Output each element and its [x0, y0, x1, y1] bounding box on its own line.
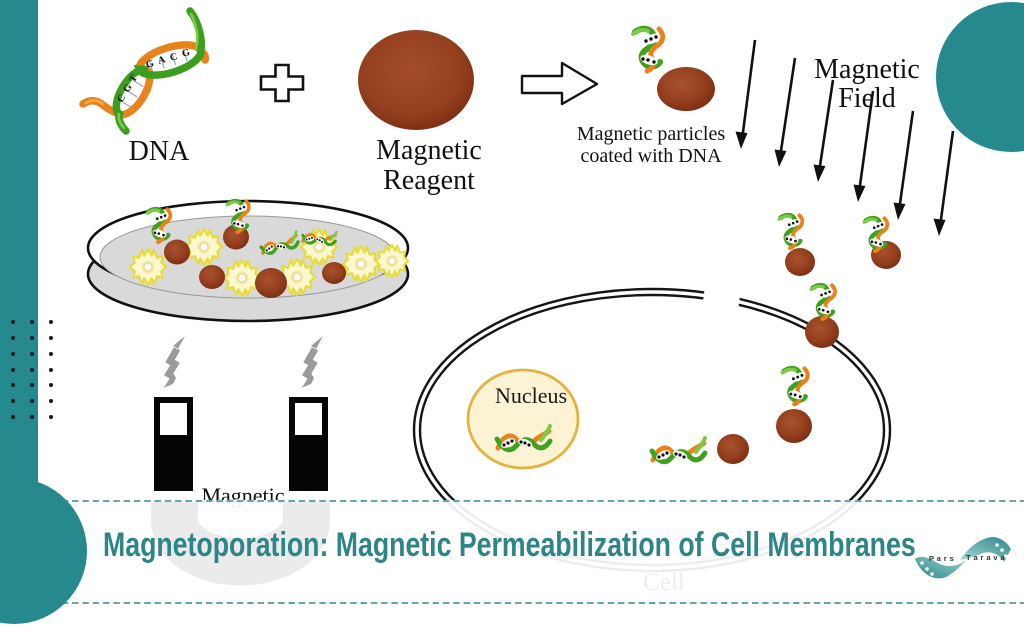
magnet-pole-window	[160, 403, 187, 435]
magnetic-particle	[164, 239, 190, 265]
logo-swoosh-right	[960, 537, 1011, 562]
field-label-line2: Field	[838, 83, 896, 114]
field-arrow	[853, 90, 875, 202]
magnetic-particle	[657, 67, 715, 111]
dna-helix-illustration: G A C G C G T	[79, 7, 209, 135]
slide-title: Magnetoporation: Magnetic Permeabilizati…	[103, 526, 916, 564]
dna-base: T	[127, 73, 140, 85]
left-accent-bar	[0, 0, 38, 498]
right-arrow-icon	[520, 61, 599, 106]
cell-contents	[652, 285, 839, 464]
dna-base: G	[145, 58, 156, 71]
magnetic-particle	[717, 434, 749, 464]
logo-text-tarava: T a r a v a	[966, 553, 1005, 562]
reagent-label-line1: Magnetic	[376, 135, 482, 166]
dna-base: G	[181, 47, 192, 60]
coated-particle-illustration	[633, 29, 715, 111]
entering-particle	[805, 285, 839, 348]
falling-particle	[864, 218, 901, 269]
magnetic-particle	[785, 248, 815, 276]
magnet-pole-window	[295, 403, 322, 435]
title-banner	[0, 500, 1024, 602]
field-arrow	[774, 57, 797, 167]
plus-icon	[259, 63, 305, 103]
dna-label: DNA	[129, 136, 190, 167]
falling-particle	[779, 215, 815, 276]
logo-text-pars: P a r s	[929, 554, 954, 563]
field-arrow	[893, 110, 915, 220]
membrane-pore-gap	[702, 279, 742, 311]
particles-label-line1: Magnetic particles	[577, 123, 725, 145]
bottom-left-accent-circle	[0, 478, 87, 624]
particles-label-line2: coated with DNA	[580, 145, 722, 167]
magnetic-particle	[322, 262, 346, 284]
reagent-label-line2: Reagent	[383, 165, 475, 196]
field-arrow	[735, 39, 757, 149]
magnet-poles	[154, 397, 328, 491]
dna-base: A	[157, 54, 168, 67]
dots-pattern	[11, 320, 53, 419]
magnetic-particle	[805, 316, 839, 348]
logo-swoosh-left	[915, 556, 966, 579]
magnetic-reagent-particle	[358, 30, 474, 130]
magnetic-particle	[776, 409, 812, 443]
field-arrows	[735, 39, 955, 236]
nucleus-label: Nucleus	[495, 383, 567, 408]
field-arrow	[933, 130, 955, 236]
magnetic-particle	[255, 268, 287, 298]
entering-particle	[776, 368, 812, 443]
dna-base: C	[169, 51, 179, 64]
top-right-accent-circle	[936, 2, 1024, 152]
magnetic-particle	[199, 265, 225, 289]
cell-nucleus: Nucleus	[466, 368, 580, 470]
field-arrow	[813, 79, 835, 182]
pars-tarava-logo: P a r s T a r a v a	[915, 537, 1011, 579]
dna-base: C	[115, 93, 128, 105]
